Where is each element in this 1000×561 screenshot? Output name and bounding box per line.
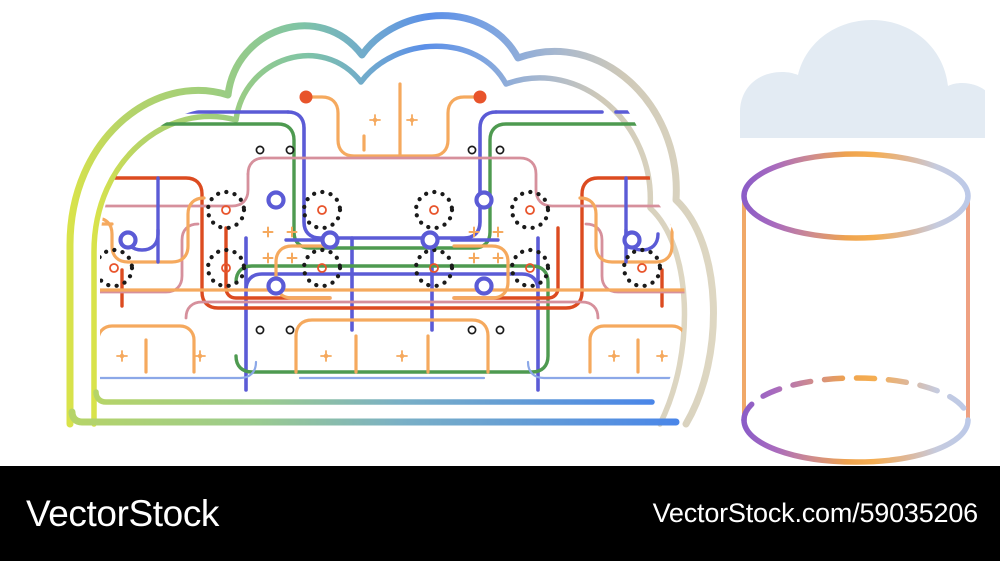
vectorstock-url-label: VectorStock.com/59035206 (652, 498, 979, 528)
circuit-node (269, 279, 284, 294)
circuit-lightblue-baseline (100, 360, 685, 380)
artboard (66, 12, 985, 465)
database-cylinder (741, 151, 971, 465)
cloud-bottom-rail-inner (93, 389, 655, 405)
circuit-node (625, 233, 640, 248)
cloud-outline-group (66, 12, 717, 428)
circuit-node (423, 233, 438, 248)
circuit-node (269, 193, 284, 208)
terminal-dot-right (473, 90, 487, 104)
terminal-dot-left (299, 90, 313, 104)
cloud-outer-stroke (66, 12, 717, 428)
watermark-footer: VectorStock VectorStock.com/59035206 (0, 466, 1000, 561)
cloud-inner-stroke (91, 43, 688, 427)
flat-cloud-shape (740, 20, 985, 138)
circuit-node (477, 193, 492, 208)
vector-illustration (66, 12, 985, 465)
circuit-violet-bus (244, 110, 540, 392)
cylinder-top-ellipse (741, 151, 971, 241)
cloud-bottom-rail-outer (68, 408, 680, 426)
cylinder-bottom-back-arc (741, 375, 971, 423)
circuit-traces-group (100, 82, 685, 392)
circuit-node (477, 279, 492, 294)
cylinder-bottom-front-arc (741, 417, 971, 465)
circuit-orange-top (306, 82, 480, 158)
vectorstock-brand-label: VectorStock (26, 493, 220, 534)
circuit-node (323, 233, 338, 248)
circuit-red-bus (100, 176, 685, 310)
circuit-node (121, 233, 136, 248)
